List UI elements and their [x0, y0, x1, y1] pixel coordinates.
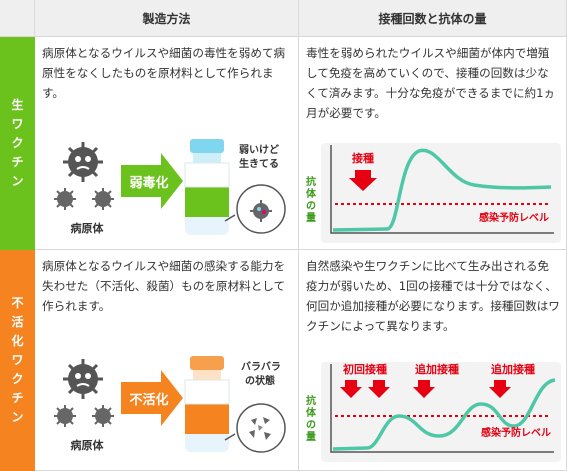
speech-bubble: [224, 184, 286, 234]
process-arrow: 弱毒化: [121, 153, 183, 209]
dose-arrow-icon: [368, 380, 390, 398]
graph-axes: [330, 145, 554, 234]
antibody-curve: [332, 148, 552, 232]
row-label-char: チ: [11, 391, 24, 405]
header-corner: [0, 0, 35, 37]
live-pathogen-label: 病原体: [71, 221, 105, 235]
threshold-label: 感染予防レベル: [481, 426, 551, 439]
live-dose-cell: 毒性を弱められたウイルスや細菌が体内で増殖して免疫を高めていくので、接種の回数は…: [299, 37, 567, 250]
row-label-char: チ: [11, 155, 24, 169]
row-label-inactivated-vaccine: 不活化ワクチン: [0, 250, 35, 471]
row-label-char: 化: [11, 334, 24, 348]
dose-label: 追加接種: [491, 362, 535, 376]
y-axis-char: 抗: [306, 175, 316, 188]
header-manufacturing-method: 製造方法: [35, 0, 299, 37]
y-axis-char: 量: [306, 211, 316, 224]
inactivated-pathogen-label: 病原体: [71, 438, 105, 452]
header-dose-and-antibody: 接種回数と抗体の量: [299, 0, 567, 37]
y-axis-char: の: [306, 420, 316, 431]
dose-arrow-icon: [349, 170, 377, 191]
y-axis-char: 体: [306, 187, 317, 200]
y-axis-char: 抗: [306, 394, 316, 407]
dose-arrow-icon: [340, 380, 362, 398]
y-axis-char: の: [306, 201, 316, 212]
row-label-char: ク: [11, 372, 24, 386]
inactivated-method-cell: 病原体となるウイルスや細菌の感染する能力を失わせた（不活化、殺菌）ものを原材料と…: [35, 250, 299, 471]
inactivated-process-label: 不活化: [129, 392, 168, 408]
row-label-char: 不: [11, 296, 24, 310]
row-label-char: ワ: [11, 117, 24, 131]
live-method-text: 病原体となるウイルスや細菌の毒性を弱めて病原性をなくしたものを原材料として作られ…: [42, 46, 286, 100]
dose-arrow-icon: [413, 380, 435, 398]
dose-label: 初回接種: [343, 362, 387, 376]
dose-label: 追加接種: [415, 362, 459, 376]
inactivated-dose-text: 自然感染や生ワクチンに比べて生み出される免疫力が弱いため、1回の接種では十分では…: [306, 259, 560, 333]
dose-label: 接種: [352, 151, 374, 165]
graph-background: [321, 143, 561, 243]
pathogen-icon: [54, 359, 114, 427]
inactivated-bubble-line-1: バラバラ: [241, 361, 281, 373]
graph-axes: [330, 364, 554, 453]
row-label-char: ワ: [11, 353, 24, 367]
row-label-char: ン: [11, 174, 24, 188]
threshold-label: 感染予防レベル: [479, 211, 549, 224]
process-arrow: 不活化: [121, 370, 183, 426]
vaccine-vial-icon: [184, 356, 230, 452]
live-process-label: 弱毒化: [129, 175, 168, 191]
speech-bubble: [224, 403, 286, 453]
row-label-char: 生: [11, 98, 24, 112]
live-dose-text: 毒性を弱められたウイルスや細菌が体内で増殖して免疫を高めていくので、接種の回数は…: [306, 46, 556, 120]
row-label-char: ン: [11, 410, 24, 424]
row-label-char: 活: [11, 315, 24, 329]
row-label-live-vaccine: 生ワクチン: [0, 37, 35, 250]
vaccine-vial-icon: [184, 139, 230, 235]
dose-arrow-icon: [489, 380, 511, 398]
inactivated-bubble-line-2: の状態: [245, 374, 275, 387]
live-illustration: 病原体 弱毒化 弱いけど 生きてる: [54, 139, 286, 235]
antibody-curve: [332, 378, 556, 451]
inactivated-method-text: 病原体となるウイルスや細菌の感染する能力を失わせた（不活化、殺菌）ものを原材料と…: [42, 259, 286, 313]
row-label-char: ク: [11, 136, 24, 150]
y-axis-char: 量: [306, 430, 316, 443]
live-method-cell: 病原体となるウイルスや細菌の毒性を弱めて病原性をなくしたものを原材料として作られ…: [35, 37, 299, 250]
inactivated-illustration: 病原体 不活化 バラバラ の状態: [54, 356, 286, 453]
live-bubble-line-1: 弱いけど: [239, 143, 279, 156]
live-antibody-graph: 抗 体 の 量 接種 感染予防レベル: [306, 143, 561, 243]
inactivated-antibody-graph: 抗 体 の 量 初回接種 追加接種 追加接種 感染予防レベル: [306, 362, 561, 462]
live-bubble-line-2: 生きてる: [239, 157, 279, 170]
inactivated-dose-cell: 自然感染や生ワクチンに比べて生み出される免疫力が弱いため、1回の接種では十分では…: [299, 250, 567, 471]
pathogen-icon: [54, 142, 114, 210]
y-axis-char: 体: [306, 406, 317, 419]
